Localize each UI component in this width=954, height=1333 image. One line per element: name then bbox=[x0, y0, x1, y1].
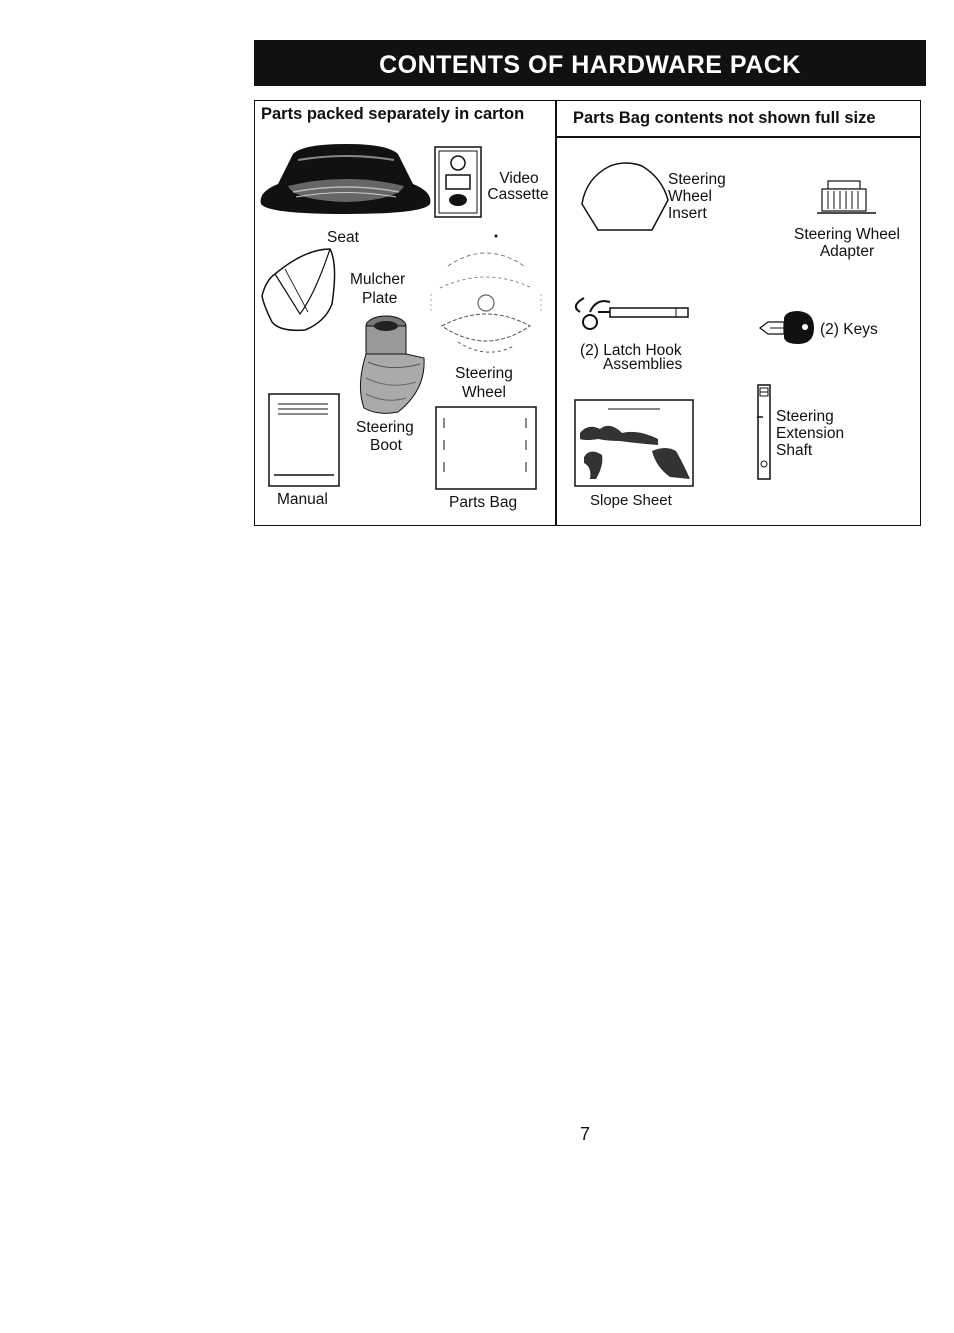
wheel-label-line1: Steering bbox=[455, 365, 513, 382]
shaft-label-line1: Steering bbox=[776, 408, 834, 425]
seat-label: Seat bbox=[327, 229, 359, 246]
latch-hook-illustration bbox=[574, 297, 689, 330]
slope-sheet-label: Slope Sheet bbox=[590, 492, 672, 509]
shaft-label-line2: Extension bbox=[776, 425, 845, 442]
insert-label-line1: Steering bbox=[668, 171, 726, 188]
page-number: 7 bbox=[580, 1124, 591, 1144]
keys-label: (2) Keys bbox=[820, 321, 878, 338]
wheel-label-line2: Wheel bbox=[462, 384, 506, 401]
adapter-label-line2: Adapter bbox=[819, 243, 875, 260]
column-divider bbox=[555, 100, 557, 526]
slope-sheet-illustration bbox=[574, 399, 694, 487]
steering-wheel-adapter-illustration bbox=[817, 180, 876, 214]
latch-label-line2: Assemblies bbox=[603, 356, 683, 373]
boot-label-line1: Steering bbox=[356, 419, 414, 436]
boot-label-line2: Boot bbox=[370, 437, 402, 454]
right-column-header: Parts Bag contents not shown full size bbox=[573, 109, 876, 127]
left-column-header: Parts packed separately in carton bbox=[261, 105, 525, 123]
parts-bag-illustration bbox=[435, 406, 537, 490]
video-cassette-illustration bbox=[434, 146, 482, 218]
steering-wheel-insert-illustration bbox=[581, 162, 669, 231]
manual-label: Manual bbox=[277, 491, 328, 508]
steering-wheel-illustration bbox=[430, 234, 542, 353]
seat-illustration bbox=[260, 144, 431, 214]
header-divider bbox=[556, 136, 921, 138]
video-label-line2: Cassette bbox=[487, 186, 549, 203]
latch-label-line1: (2) Latch Hook bbox=[580, 342, 682, 359]
mulcher-plate-illustration bbox=[261, 248, 336, 332]
key-icon bbox=[759, 311, 814, 344]
insert-label-line3: Insert bbox=[668, 205, 707, 222]
mulcher-label-line1: Mulcher bbox=[350, 271, 406, 288]
page-title: CONTENTS OF HARDWARE PACK bbox=[379, 51, 801, 79]
shaft-label-line3: Shaft bbox=[776, 442, 813, 459]
manual-illustration bbox=[268, 393, 340, 487]
parts-bag-label: Parts Bag bbox=[449, 494, 518, 511]
page-title-bar: CONTENTS OF HARDWARE PACK bbox=[254, 40, 926, 86]
insert-label-line2: Wheel bbox=[668, 188, 712, 205]
video-label-line1: Video bbox=[499, 170, 539, 187]
steering-extension-shaft-illustration bbox=[757, 384, 771, 480]
hardware-pack-frame bbox=[254, 100, 921, 526]
mulcher-label-line2: Plate bbox=[362, 290, 398, 307]
adapter-label-line1: Steering Wheel bbox=[794, 226, 900, 243]
steering-boot-illustration bbox=[360, 315, 425, 414]
